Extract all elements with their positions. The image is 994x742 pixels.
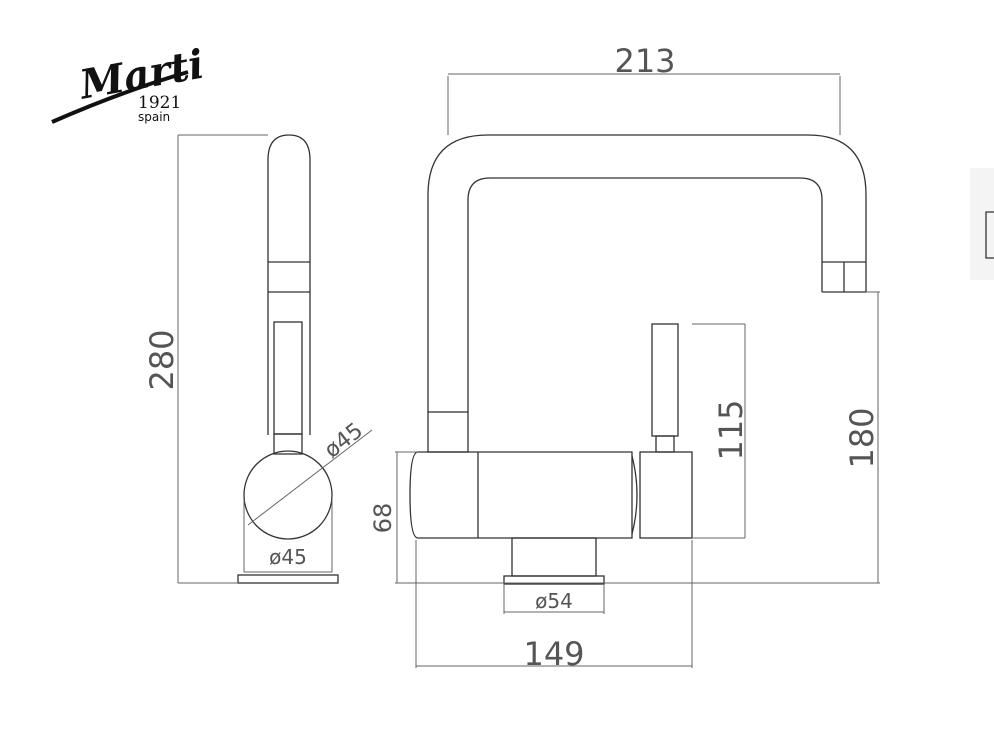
side-view [237, 134, 339, 584]
handle-stem [655, 435, 675, 453]
side-handle [273, 321, 303, 435]
handle-lever [651, 323, 679, 437]
dim-label-280: 280 [143, 329, 181, 390]
side-neck [273, 433, 303, 455]
dimension-lines [177, 73, 880, 668]
dim-label-149: 149 [523, 635, 584, 673]
logo-swoosh [51, 70, 189, 124]
cropped-edge-element [970, 168, 994, 280]
dim-label-180: 180 [843, 407, 881, 468]
front-view [409, 134, 867, 585]
side-base-plate [237, 574, 339, 584]
spout-outer-outline [427, 134, 867, 412]
spout-collar [427, 411, 469, 453]
logo-year: 1921 [138, 93, 181, 113]
body-cap-right [631, 455, 638, 535]
base-plate [503, 575, 605, 585]
dim-label-213: 213 [614, 42, 675, 80]
side-spout-outline [267, 134, 311, 435]
dim-line-diag-45 [247, 429, 373, 526]
logo-country: spain [138, 110, 170, 124]
base-column [511, 537, 597, 577]
dim-label-115: 115 [712, 399, 750, 460]
handle-body [639, 451, 693, 539]
spout-inner-outline [467, 177, 823, 412]
side-body-circle [243, 450, 333, 540]
dim-label-68: 68 [369, 503, 397, 534]
body-cylinder [409, 451, 633, 539]
dim-label-side-45: ø45 [269, 545, 307, 569]
dim-label-54: ø54 [535, 589, 573, 613]
marti-logo: Marti 1921 spain [51, 41, 207, 124]
dim-label-diag-45: ø45 [320, 418, 368, 463]
